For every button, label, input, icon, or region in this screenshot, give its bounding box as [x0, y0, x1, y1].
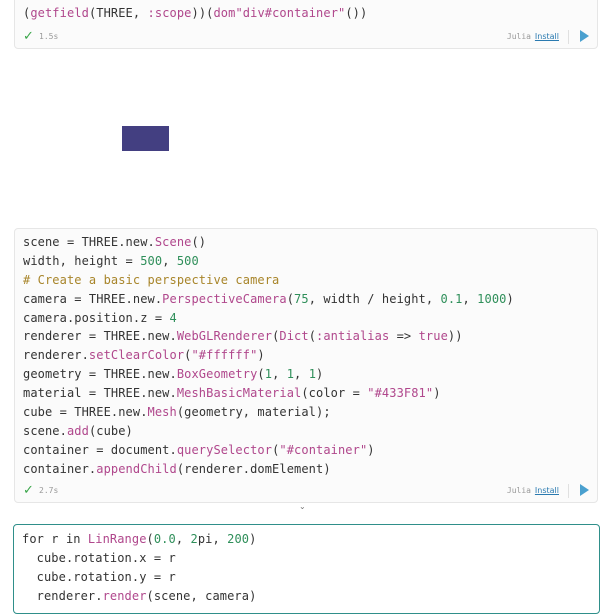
code-cell-1[interactable]: (getfield(THREE, :scope))(dom"div#contai…	[14, 0, 598, 49]
code-editor-1[interactable]: (getfield(THREE, :scope))(dom"div#contai…	[15, 0, 597, 23]
code-comment: # Create a basic perspective camera	[23, 272, 280, 287]
chevron-down-icon[interactable]: ⌄	[299, 502, 306, 511]
render-output	[14, 50, 598, 226]
code-editor-2[interactable]: scene = THREE.new.Scene() width, height =…	[15, 229, 597, 479]
code-line: renderer.render(scene, camera)	[22, 588, 257, 603]
play-icon[interactable]	[580, 484, 589, 496]
code-line: cube = THREE.new.Mesh(geometry, material…	[23, 405, 331, 420]
divider	[568, 484, 569, 498]
code-line: scene = THREE.new.Scene()	[23, 235, 207, 249]
code-line: cube.rotation.y = r	[22, 569, 176, 584]
code-line: renderer.setClearColor("#ffffff")	[23, 348, 265, 363]
check-icon: ✓	[23, 29, 34, 44]
cell-status-bar: ✓ 1.5s Julia Install	[15, 26, 597, 48]
play-icon[interactable]	[580, 30, 589, 42]
code-line: for r in LinRange(0.0, 2pi, 200)	[22, 532, 257, 546]
run-time: 2.7s	[39, 486, 59, 495]
cell-status-bar: ✓ 2.7s Julia Install	[15, 480, 597, 502]
code-line: cube.rotation.x = r	[22, 550, 176, 565]
check-icon: ✓	[23, 483, 34, 498]
install-link[interactable]: Install	[534, 32, 559, 41]
code-line: scene.add(cube)	[23, 423, 133, 438]
code-line: container = document.querySelector("#con…	[23, 442, 375, 457]
divider	[568, 30, 569, 44]
cube-render	[122, 126, 169, 151]
code-line: camera = THREE.new.PerspectiveCamera(75,…	[23, 291, 514, 306]
code-line: container.appendChild(renderer.domElemen…	[23, 461, 331, 476]
language-label: Julia	[506, 32, 531, 41]
code-line: camera.position.z = 4	[23, 310, 177, 325]
code-editor-3[interactable]: for r in LinRange(0.0, 2pi, 200) cube.ro…	[14, 525, 599, 606]
code-cell-2[interactable]: scene = THREE.new.Scene() width, height =…	[14, 228, 598, 503]
language-label: Julia	[506, 486, 531, 495]
code-line: renderer = THREE.new.WebGLRenderer(Dict(…	[23, 329, 463, 344]
code-line: geometry = THREE.new.BoxGeometry(1, 1, 1…	[23, 367, 324, 382]
run-time: 1.5s	[39, 32, 59, 41]
code-cell-3[interactable]: for r in LinRange(0.0, 2pi, 200) cube.ro…	[13, 524, 600, 614]
install-link[interactable]: Install	[534, 486, 559, 495]
code-line: (getfield(THREE, :scope))(dom"div#contai…	[23, 6, 368, 20]
code-line: material = THREE.new.MeshBasicMaterial(c…	[23, 386, 441, 401]
code-line: width, height = 500, 500	[23, 253, 199, 268]
